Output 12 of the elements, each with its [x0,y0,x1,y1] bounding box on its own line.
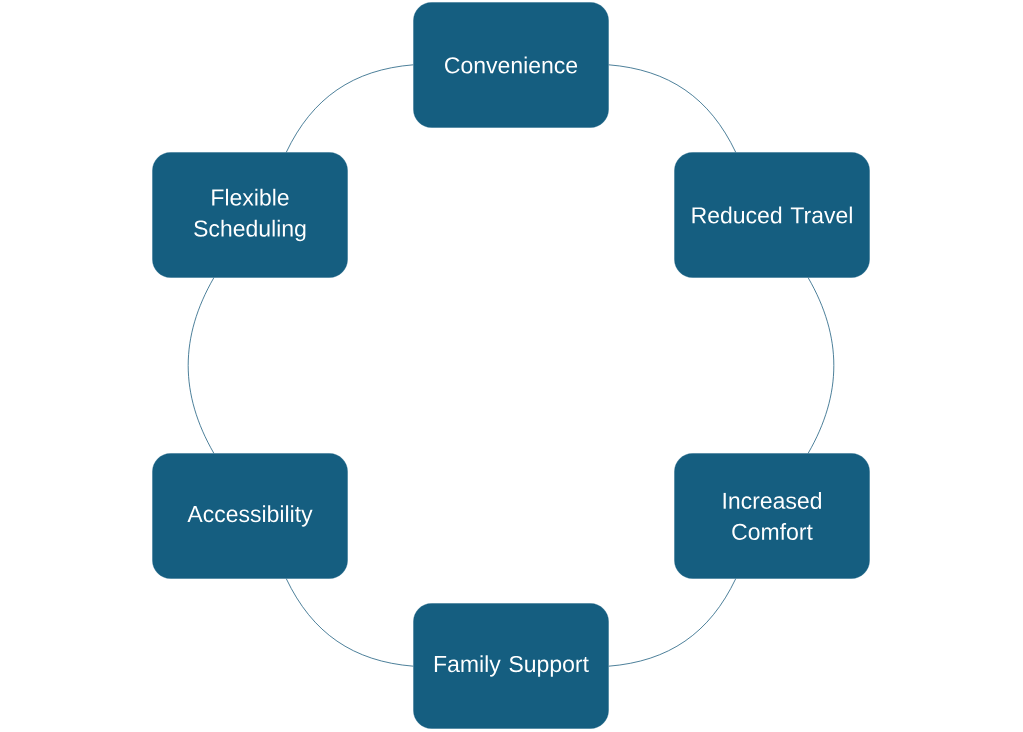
process-box: Accessibility [152,453,348,579]
connector-arc [187,277,215,454]
connector-arc [285,578,414,667]
process-box: Reduced Travel [674,152,870,278]
process-box: Family Support [413,603,609,729]
process-box: Flexible Scheduling [152,152,348,278]
connector-arc [807,277,835,454]
connector-arc [608,64,737,153]
connector-arc [285,64,414,153]
process-box: Increased Comfort [674,453,870,579]
connector-arc [608,578,737,667]
process-box: Convenience [413,2,609,128]
